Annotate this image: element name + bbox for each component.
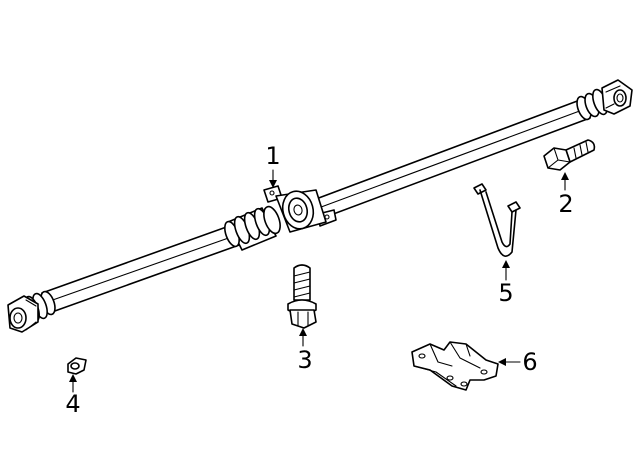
- callout-2: 2: [558, 190, 573, 218]
- front-yoke: [7, 295, 39, 333]
- callout-4: 4: [65, 390, 80, 418]
- callout-5: 5: [498, 279, 513, 307]
- rear-yoke: [601, 79, 633, 115]
- callout-1: 1: [265, 142, 280, 170]
- callout-6: 6: [522, 348, 537, 376]
- bracket-6[interactable]: [411, 341, 499, 391]
- bolt-3[interactable]: [287, 264, 317, 329]
- leader-lines: [69, 169, 569, 393]
- callout-3: 3: [297, 346, 312, 374]
- center-joint: [224, 205, 281, 251]
- drive-shaft[interactable]: [7, 79, 633, 333]
- nut-4[interactable]: [67, 357, 87, 375]
- bolt-2[interactable]: [543, 139, 596, 171]
- strap-5[interactable]: [473, 183, 521, 257]
- center-bearing[interactable]: [263, 185, 337, 233]
